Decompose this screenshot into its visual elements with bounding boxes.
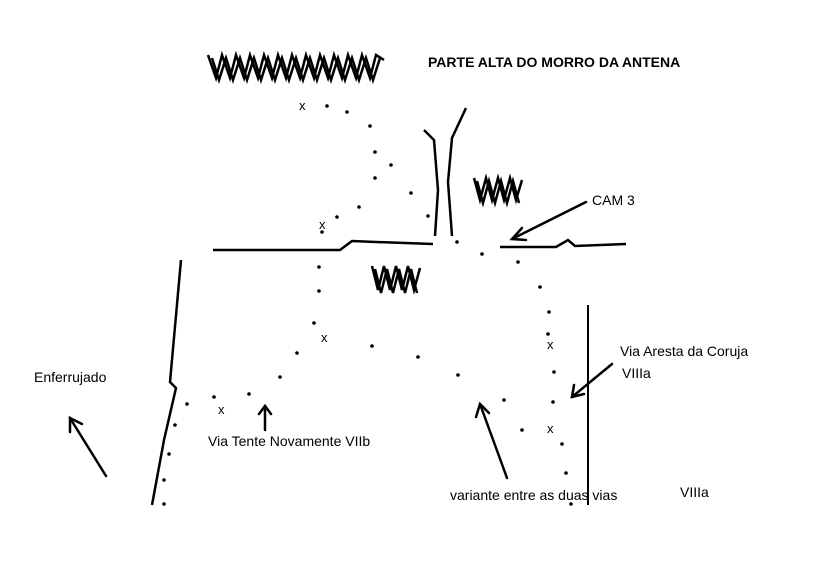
route-dot [373, 150, 377, 154]
arrow-cam3 [509, 200, 588, 242]
route-dot [320, 230, 324, 234]
route-dot [516, 260, 520, 264]
route-dot [345, 110, 349, 114]
route-dot [162, 478, 166, 482]
route-dots [162, 104, 573, 506]
route-dot [560, 442, 564, 446]
route-dot [370, 344, 374, 348]
chimney-crack [423, 107, 468, 237]
arrow-aresta [570, 362, 614, 399]
label-variante-grade: VIIIa [680, 484, 709, 500]
route-dot [317, 289, 321, 293]
label-aresta-name: Via Aresta da Coruja [620, 343, 748, 359]
route-dot [551, 400, 555, 404]
route-dot [569, 502, 573, 506]
route-dot [185, 402, 189, 406]
route-dot [167, 452, 171, 456]
label-cam3: CAM 3 [592, 192, 635, 208]
bolt-marker: x [218, 402, 225, 417]
route-dot [325, 104, 329, 108]
route-dot [389, 163, 393, 167]
route-dot [247, 392, 251, 396]
route-dot [546, 332, 550, 336]
bolt-marker: x [299, 98, 306, 113]
ledge-line [213, 238, 627, 252]
route-dot [312, 321, 316, 325]
vegetation-center-right [472, 173, 524, 208]
route-dot [426, 214, 430, 218]
bolt-marker: x [547, 337, 554, 352]
label-tente: Via Tente Novamente VIIb [208, 433, 370, 449]
route-dot [317, 265, 321, 269]
label-variante: variante entre as duas vias [450, 487, 617, 503]
bolt-markers: x x x x x x [218, 98, 554, 436]
bolt-marker: x [319, 217, 326, 232]
vegetation-top-left [206, 50, 385, 85]
arrow-tente [257, 403, 273, 432]
arrow-enferrujado [68, 415, 108, 478]
route-dot [162, 502, 166, 506]
route-dot [456, 373, 460, 377]
route-dot [278, 375, 282, 379]
route-dot [552, 370, 556, 374]
route-dot [335, 215, 339, 219]
left-wall-edge [150, 259, 183, 506]
route-dot [520, 428, 524, 432]
route-dot [416, 355, 420, 359]
route-dot [173, 423, 177, 427]
route-dot [564, 471, 568, 475]
vegetation-center [370, 265, 422, 295]
route-dot [480, 252, 484, 256]
route-dot [357, 205, 361, 209]
bolt-marker: x [321, 330, 328, 345]
label-enferrujado: Enferrujado [34, 369, 107, 385]
route-dot [373, 176, 377, 180]
route-dot [212, 395, 216, 399]
route-dot [547, 310, 551, 314]
route-dot [295, 351, 299, 355]
route-dot [538, 285, 542, 289]
diagram-title: PARTE ALTA DO MORRO DA ANTENA [428, 54, 680, 70]
bolt-marker: x [547, 421, 554, 436]
route-dot [409, 191, 413, 195]
arrow-variante [474, 401, 509, 480]
route-dot [455, 240, 459, 244]
route-dot [502, 398, 506, 402]
route-dot [368, 124, 372, 128]
label-aresta-grade: VIIIa [622, 365, 651, 381]
arrows [68, 200, 614, 480]
